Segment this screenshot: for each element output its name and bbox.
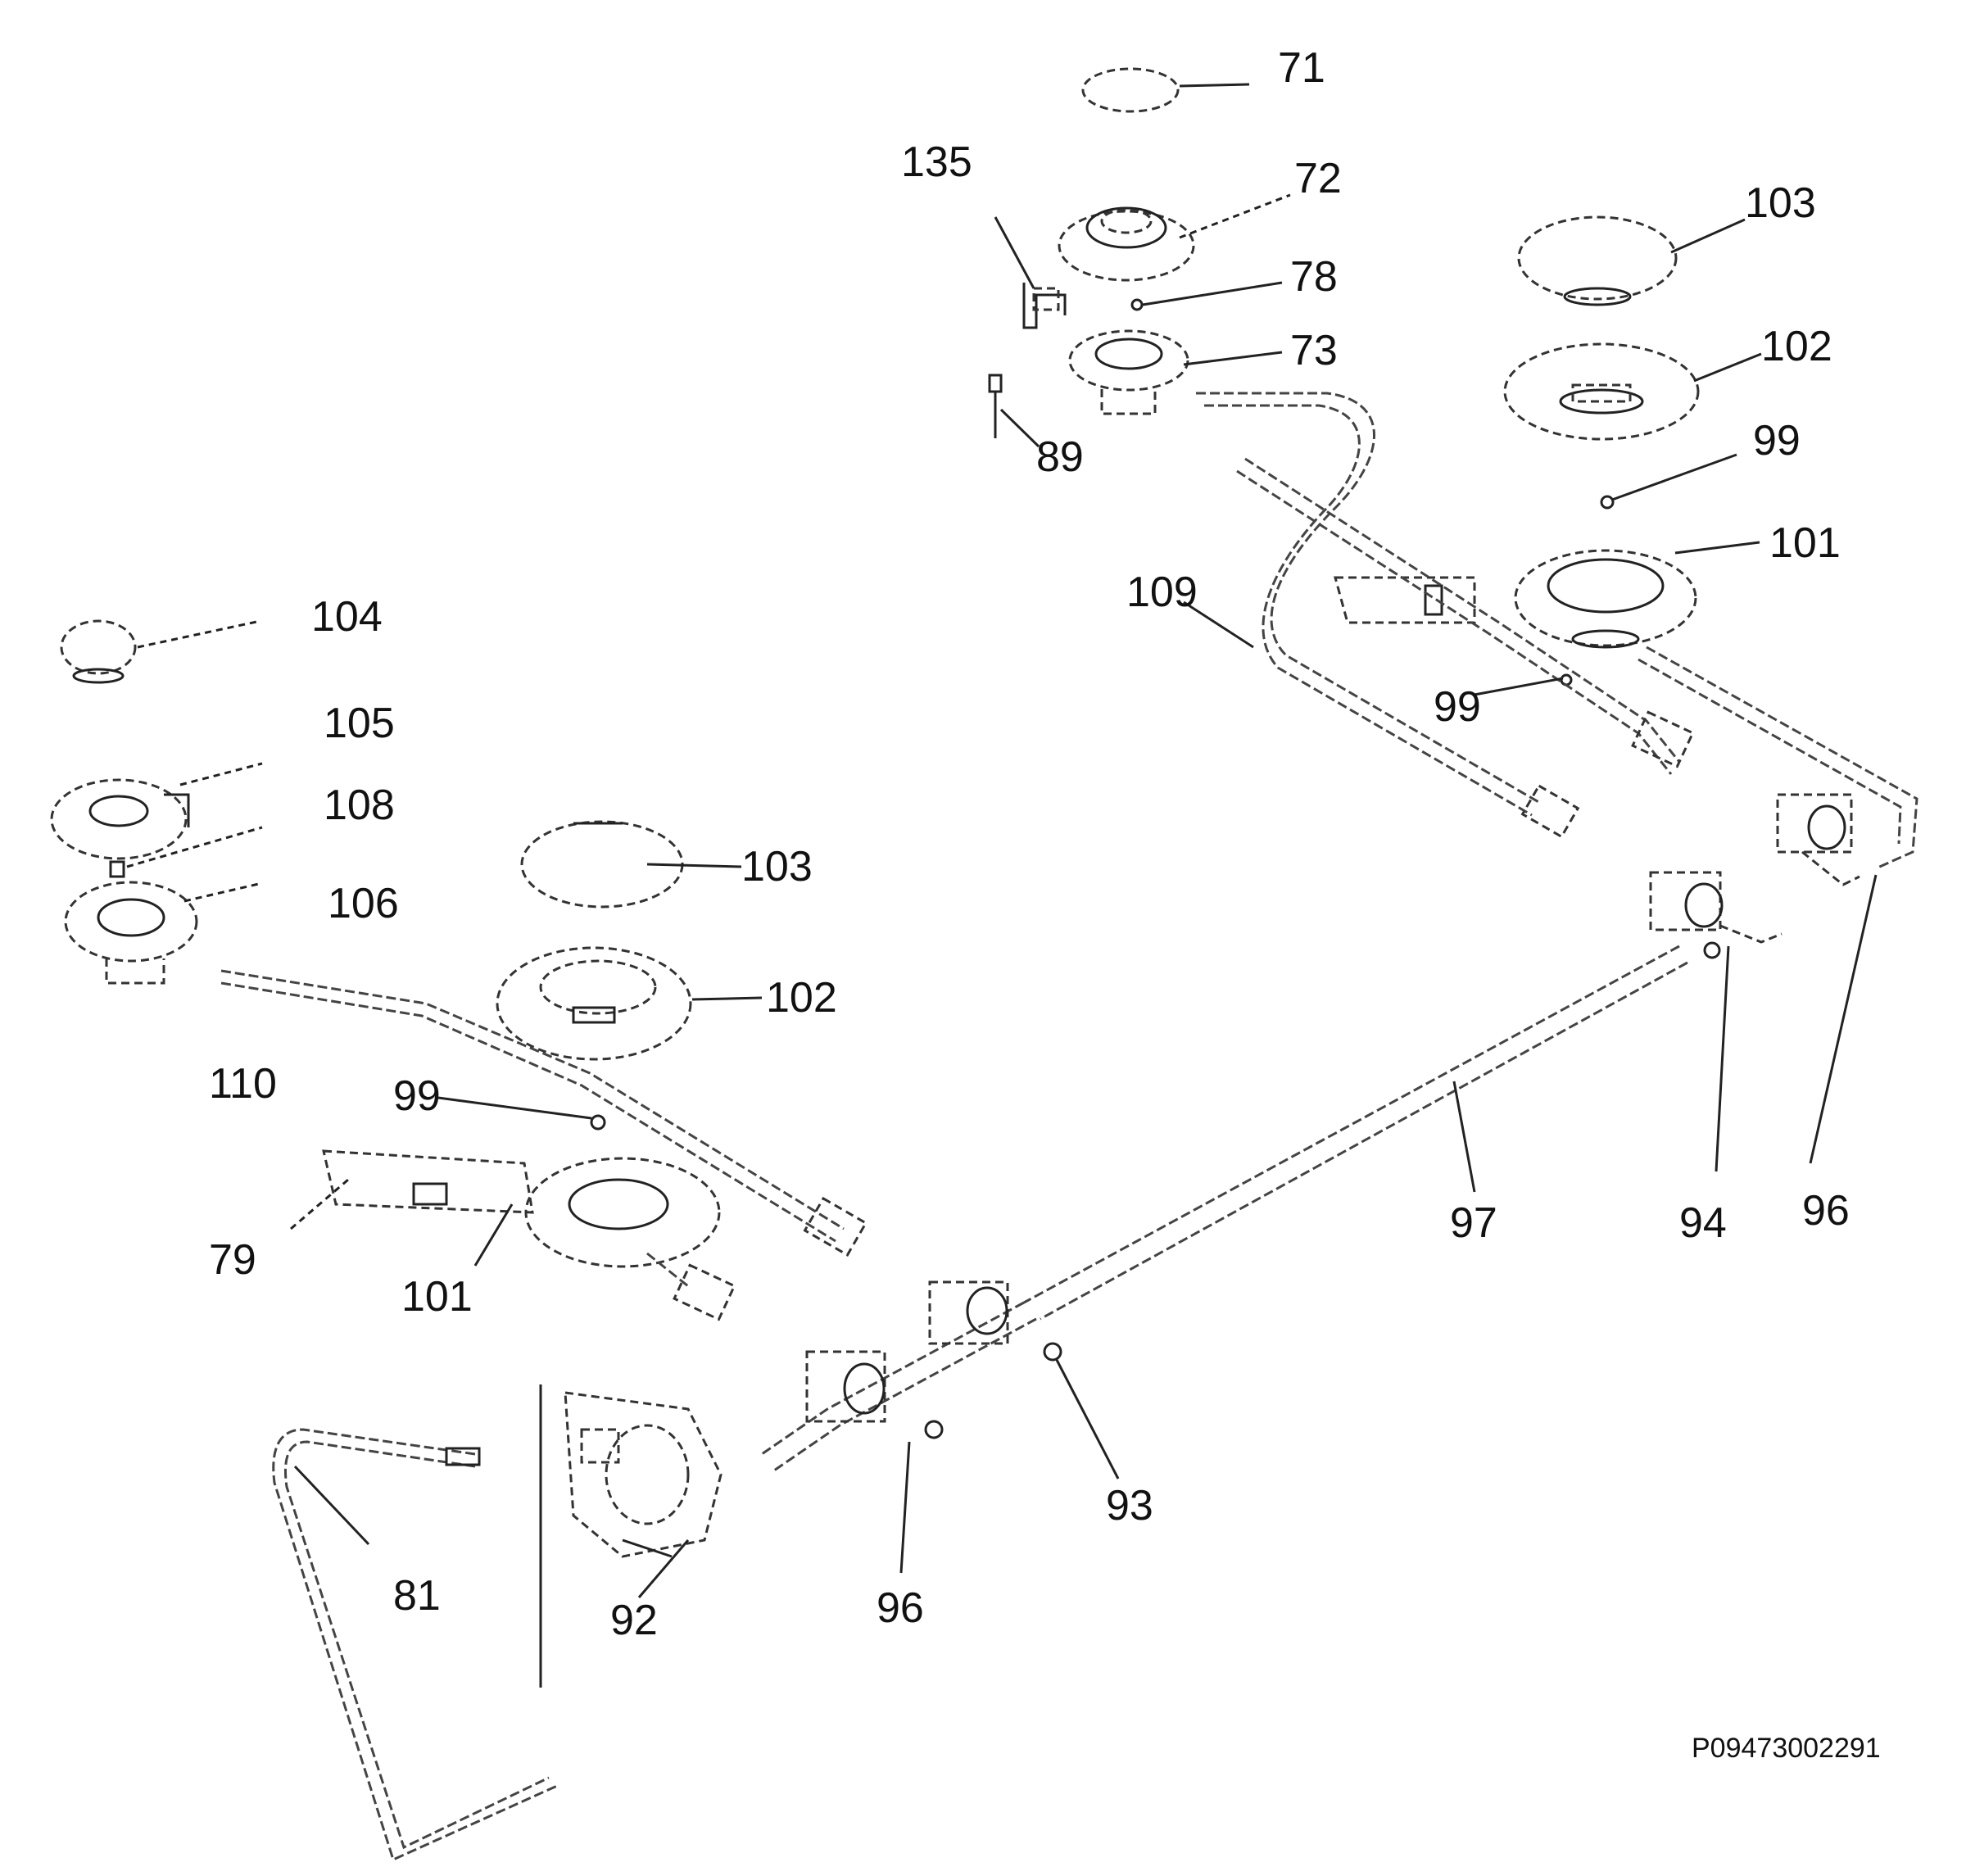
- leader-99-left: [437, 1096, 592, 1120]
- label-97: 97: [1450, 1199, 1497, 1247]
- gas-tube-110: [220, 969, 868, 1257]
- ignition-plug-79: [322, 1149, 534, 1214]
- nut-101-top-end: [1631, 710, 1695, 768]
- tube-81: [272, 1428, 558, 1862]
- jet-99-left: [590, 1114, 606, 1131]
- label-101-left: 101: [401, 1273, 473, 1321]
- label-135: 135: [901, 138, 972, 186]
- label-103-top: 103: [1745, 179, 1816, 227]
- label-96-bottom: 96: [877, 1584, 924, 1632]
- label-105: 105: [324, 700, 395, 747]
- manifold-frame-right: [1638, 646, 1918, 870]
- nut-101-left-end: [646, 1252, 736, 1321]
- leader-99-top: [1611, 453, 1737, 501]
- valve-96-bottom: [805, 1350, 944, 1439]
- cap-103-top: [1517, 215, 1678, 306]
- leader-78: [1142, 281, 1283, 306]
- label-73: 73: [1290, 327, 1338, 374]
- label-96-right: 96: [1802, 1187, 1850, 1235]
- label-110: 110: [209, 1060, 277, 1108]
- leader-106: [183, 881, 263, 903]
- gas-tube-109: [1236, 457, 1681, 775]
- crown-102-left: [496, 946, 692, 1061]
- leader-103-top: [1670, 218, 1746, 254]
- leader-71: [1179, 83, 1250, 88]
- leader-92b: [637, 1539, 690, 1598]
- leader-81: [293, 1465, 370, 1546]
- drawing-code: P09473002291: [1692, 1733, 1881, 1764]
- label-99-top: 99: [1753, 417, 1801, 464]
- leader-104: [137, 619, 261, 649]
- valve-94: [1649, 871, 1783, 959]
- valve-93: [928, 1280, 1062, 1362]
- leader-96-right: [1809, 874, 1878, 1164]
- burner-base-101-top: [1514, 549, 1697, 649]
- leader-101-left: [473, 1203, 514, 1267]
- label-106: 106: [328, 880, 399, 927]
- label-109: 109: [1126, 569, 1198, 616]
- label-108: 108: [324, 782, 395, 829]
- leader-72: [1179, 193, 1291, 239]
- leader-108: [126, 826, 263, 868]
- label-81: 81: [393, 1572, 441, 1620]
- leader-97: [1452, 1081, 1476, 1193]
- burner-base-106: [64, 881, 198, 985]
- leader-109: [1183, 600, 1254, 649]
- thermocouple-135: [1022, 283, 1067, 329]
- leader-89: [999, 408, 1040, 448]
- label-94: 94: [1679, 1199, 1727, 1247]
- jet-99-mid: [1560, 673, 1573, 687]
- valve-96-right: [1776, 793, 1860, 886]
- cap-104: [60, 619, 137, 684]
- crown-105: [50, 778, 190, 860]
- screw-89: [988, 374, 1003, 438]
- leader-73: [1183, 351, 1283, 366]
- leader-93: [1055, 1359, 1120, 1480]
- label-79: 79: [209, 1236, 256, 1284]
- burner-crown-73: [1068, 329, 1189, 415]
- leader-96-bottom: [899, 1441, 911, 1574]
- leader-103-left: [646, 863, 742, 868]
- part-78: [1130, 298, 1144, 311]
- leader-101-top: [1674, 541, 1760, 555]
- leader-92a: [622, 1538, 673, 1558]
- jet-99-top: [1600, 495, 1615, 510]
- label-71: 71: [1278, 44, 1325, 92]
- gas-tube-top: [1196, 392, 1541, 817]
- label-103-left: 103: [741, 843, 813, 890]
- nut-109-end: [1520, 784, 1580, 839]
- label-89: 89: [1036, 433, 1084, 481]
- cap-71: [1081, 67, 1180, 113]
- leader-94: [1715, 945, 1730, 1172]
- thermostat-92: [539, 1384, 723, 1688]
- burner-base-101-left: [524, 1157, 721, 1268]
- leader-102-left: [691, 996, 763, 1001]
- label-72: 72: [1294, 155, 1342, 202]
- label-99-mid: 99: [1434, 683, 1481, 731]
- label-93: 93: [1106, 1482, 1153, 1529]
- label-102-top: 102: [1761, 323, 1832, 370]
- leader-105: [179, 762, 263, 786]
- label-104: 104: [311, 593, 383, 641]
- leader-99-mid: [1474, 677, 1564, 696]
- ignition-plug-top: [1334, 576, 1476, 624]
- leader-102-top: [1693, 352, 1762, 383]
- label-101-top: 101: [1769, 519, 1841, 567]
- label-102-left: 102: [766, 974, 837, 1022]
- part-108: [109, 860, 125, 878]
- crown-102-top: [1503, 342, 1700, 441]
- manifold-rail-97: [761, 945, 1688, 1472]
- leader-135: [994, 216, 1035, 289]
- leader-79: [290, 1178, 349, 1230]
- burner-cap-72: [1058, 206, 1195, 282]
- label-99-left: 99: [393, 1072, 441, 1120]
- label-92: 92: [610, 1597, 658, 1644]
- label-78: 78: [1290, 253, 1338, 301]
